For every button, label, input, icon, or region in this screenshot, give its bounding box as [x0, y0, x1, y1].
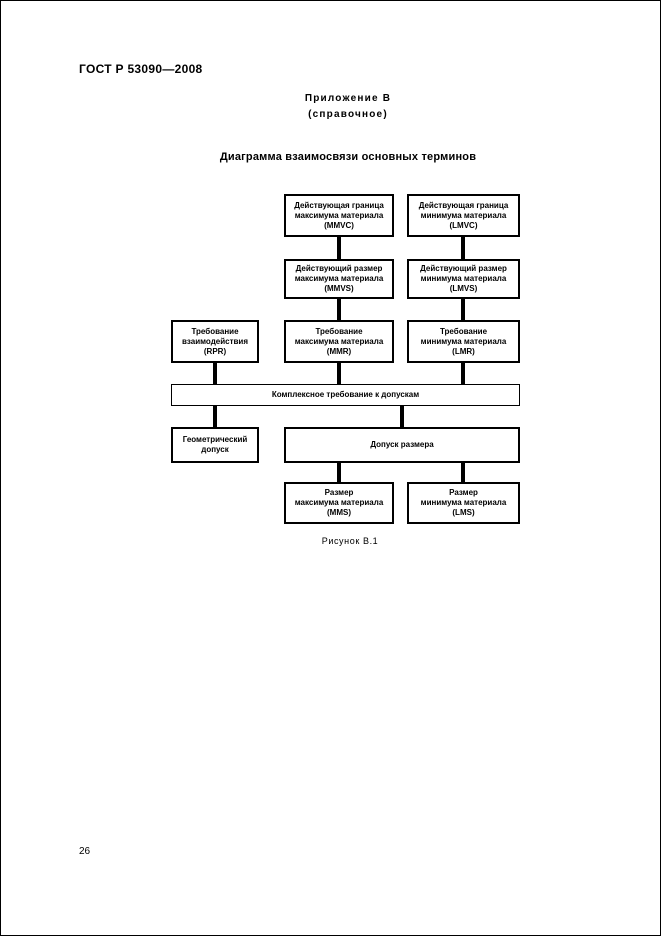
section-title: Диаграмма взаимосвязи основных терминов: [219, 151, 477, 163]
box-line: взаимодействия: [181, 336, 249, 346]
box-line: Размер: [324, 488, 354, 497]
appendix-subtitle: (справочное): [308, 109, 388, 120]
connector-mmvs-mmr: [337, 299, 341, 320]
box-line: Требование: [315, 326, 363, 336]
box-size-tolerance: Допуск размера: [284, 427, 520, 463]
box-mmvs: Действующий размер максимума материала (…: [284, 259, 394, 299]
appendix-title: Приложение В: [304, 93, 392, 104]
box-line: (MMS): [327, 508, 351, 517]
connector-sizetol-mms: [337, 463, 341, 482]
connector-complex-sizetol: [400, 406, 404, 427]
box-line: допуск: [201, 445, 229, 454]
connector-lmvc-lmvs: [461, 237, 465, 259]
box-line: Действующий размер: [420, 264, 507, 273]
figure-caption: Рисунок В.1: [321, 536, 379, 546]
box-line: минимума материала: [420, 274, 507, 283]
box-rpr: Требование взаимодействия (RPR): [171, 320, 259, 363]
box-line: (LMVS): [449, 284, 478, 293]
box-geometric-tolerance: Геометрический допуск: [171, 427, 259, 463]
connector-mmr-complex: [337, 363, 341, 384]
appendix-heading: Приложение В (справочное): [305, 91, 391, 123]
box-line: (LMVC): [449, 220, 478, 230]
box-line: (MMR): [326, 346, 352, 356]
box-line: Действующий размер: [295, 264, 383, 273]
box-mmr: Требование максимума материала (MMR): [284, 320, 394, 363]
connector-sizetol-lms: [461, 463, 465, 482]
box-line: минимума материала: [420, 498, 507, 507]
connector-complex-geom: [213, 406, 217, 427]
box-line: (MMVC): [324, 220, 354, 230]
box-line: (RPR): [203, 346, 227, 356]
box-lmvs: Действующий размер минимума материала (L…: [407, 259, 520, 299]
box-line: Требование: [191, 326, 239, 336]
box-line: Допуск размера: [370, 440, 434, 449]
box-line: максимума материала: [294, 210, 384, 220]
doc-number: ГОСТ Р 53090—2008: [79, 62, 203, 76]
box-complex-requirement: Комплексное требование к допускам: [171, 384, 520, 406]
box-line: Комплексное требование к допускам: [271, 390, 420, 399]
box-lms: Размер минимума материала (LMS): [407, 482, 520, 524]
box-line: минимума материала: [420, 336, 507, 346]
box-lmvc: Действующая граница минимума материала (…: [407, 194, 520, 237]
connector-rpr-complex: [213, 363, 217, 384]
box-line: максимума материала: [294, 336, 384, 346]
box-line: минимума материала: [420, 210, 507, 220]
terms-relationship-diagram: Действующая граница максимума материала …: [1, 1, 660, 561]
box-line: (LMS): [452, 508, 475, 517]
box-line: Геометрический: [182, 435, 248, 444]
connector-lmvs-lmr: [461, 299, 465, 320]
box-line: Размер: [449, 488, 478, 497]
connector-mmvc-mmvs: [337, 237, 341, 259]
box-line: Действующая граница: [294, 200, 384, 210]
box-line: (LMR): [452, 346, 475, 356]
box-mmvc: Действующая граница максимума материала …: [284, 194, 394, 237]
box-line: Действующая граница: [418, 200, 509, 210]
page-number: 26: [79, 846, 91, 857]
connector-lmr-complex: [461, 363, 465, 384]
box-lmr: Требование минимума материала (LMR): [407, 320, 520, 363]
box-mms: Размер максимума материала (MMS): [284, 482, 394, 524]
box-line: максимума материала: [294, 498, 384, 507]
box-line: максимума материала: [294, 274, 384, 283]
box-line: (MMVS): [324, 284, 354, 293]
box-line: Требование: [439, 326, 488, 336]
